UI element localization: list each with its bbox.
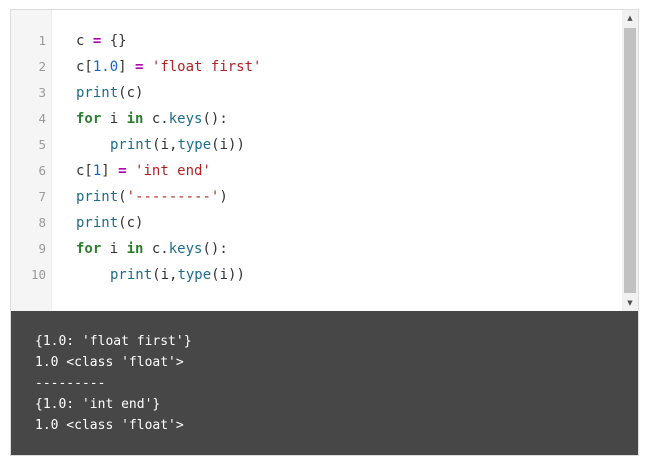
code-line[interactable]: print('---------') <box>76 184 228 210</box>
code-line[interactable]: print(i,type(i)) <box>76 262 245 288</box>
line-number: 5 <box>38 137 46 152</box>
line-number: 2 <box>38 59 46 74</box>
code-token-plain: c[ <box>76 59 93 75</box>
code-token-fn: print <box>76 215 119 231</box>
code-token-fn: print <box>76 189 119 205</box>
line-number: 4 <box>38 111 46 126</box>
code-token-fn: keys <box>168 111 203 127</box>
code-token-plain: i <box>101 111 127 127</box>
line-number: 10 <box>30 267 46 282</box>
code-area[interactable]: c = {}c[1.0] = 'float first'print(c)for … <box>52 10 622 311</box>
code-token-plain: (): <box>202 111 228 127</box>
code-token-plain: (i)) <box>211 137 245 153</box>
code-line[interactable]: print(c) <box>76 210 143 236</box>
code-token-fn: type <box>177 137 212 153</box>
code-token-plain: i <box>101 241 127 257</box>
code-line[interactable]: for i in c.keys(): <box>76 106 228 132</box>
code-token-plain: (i, <box>152 137 178 153</box>
code-token-op: = <box>118 163 127 179</box>
line-number: 3 <box>38 85 46 100</box>
code-token-fn: print <box>110 137 153 153</box>
code-token-kw: for <box>76 111 102 127</box>
code-token-plain: ] <box>101 163 119 179</box>
line-number: 7 <box>38 189 46 204</box>
line-number: 1 <box>38 33 46 48</box>
line-number: 8 <box>38 215 46 230</box>
code-token-op: = <box>92 33 102 49</box>
code-token-str: 'float first' <box>151 59 262 75</box>
code-token-plain: (i)) <box>211 267 245 283</box>
code-token-fn: print <box>76 85 119 101</box>
code-line[interactable]: for i in c.keys(): <box>76 236 228 262</box>
output-line: {1.0: 'int end'} <box>35 397 161 412</box>
scroll-thumb[interactable] <box>624 28 636 293</box>
code-token-fn: type <box>177 267 212 283</box>
code-token-plain: ) <box>219 189 228 205</box>
code-line[interactable]: c[1.0] = 'float first' <box>76 54 261 80</box>
code-token-plain: c. <box>143 111 169 127</box>
code-token-str: 'int end' <box>135 163 211 179</box>
output-line: 1.0 <class 'float'> <box>35 418 184 433</box>
code-token-fn: print <box>110 267 153 283</box>
code-line[interactable]: print(c) <box>76 80 143 106</box>
code-token-plain: ( <box>118 189 127 205</box>
code-token-op: = <box>135 59 144 75</box>
code-line[interactable]: c = {} <box>76 28 127 54</box>
output-console: {1.0: 'float first'} 1.0 <class 'float'> -… <box>11 311 638 455</box>
code-token-plain: (c) <box>118 215 144 231</box>
line-number: 6 <box>38 163 46 178</box>
output-line: {1.0: 'float first'} <box>35 334 192 349</box>
scroll-down-arrow-icon[interactable]: ▼ <box>627 299 633 307</box>
output-line: --------- <box>35 376 106 391</box>
code-token-kw: in <box>126 111 144 127</box>
code-token-plain: (i, <box>152 267 178 283</box>
code-token-num: 1.0 <box>92 59 119 75</box>
code-token-str: '---------' <box>126 189 220 205</box>
code-token-plain <box>143 59 151 75</box>
editor-scrollbar[interactable]: ▲ ▼ <box>622 10 638 311</box>
code-token-plain: c. <box>143 241 169 257</box>
code-token-plain: c[ <box>76 163 93 179</box>
output-line: 1.0 <class 'float'> <box>35 355 184 370</box>
code-token-plain: {} <box>101 33 127 49</box>
code-token-fn: keys <box>168 241 203 257</box>
code-token-plain: (): <box>202 241 228 257</box>
code-token-plain: (c) <box>118 85 144 101</box>
code-line[interactable]: c[1] = 'int end' <box>76 158 211 184</box>
line-number: 9 <box>38 241 46 256</box>
code-token-plain: ] <box>118 59 136 75</box>
line-number-gutter: 1 2 3 4 5 6 7 8 9 10 <box>11 10 52 311</box>
code-line[interactable]: print(i,type(i)) <box>76 132 245 158</box>
code-token-plain: c <box>76 33 93 49</box>
code-token-kw: for <box>76 241 102 257</box>
code-token-kw: in <box>126 241 144 257</box>
scroll-up-arrow-icon[interactable]: ▲ <box>627 14 633 22</box>
code-token-plain <box>127 163 135 179</box>
code-token-num: 1 <box>92 163 102 179</box>
